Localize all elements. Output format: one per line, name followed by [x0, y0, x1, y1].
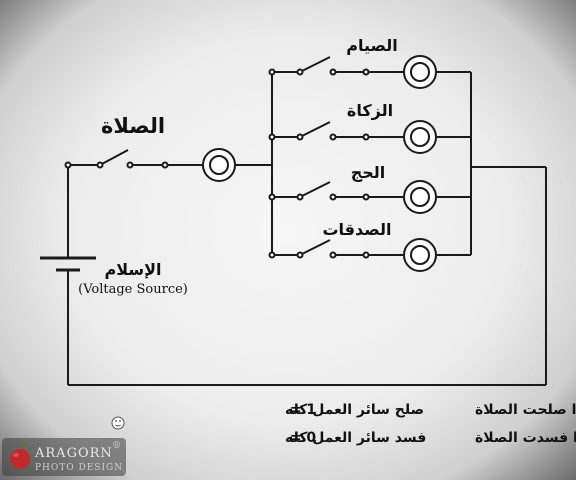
- eq2-value: = 0: [290, 430, 317, 446]
- logo-backdrop: [2, 438, 126, 476]
- switch-charity: [268, 239, 370, 259]
- equation-success: فإذا صلحت الصلاة = 1 صلح سائر العمل كله: [285, 402, 576, 418]
- label-prayer: الصلاة: [101, 114, 165, 138]
- lamp-zakat: [403, 120, 437, 154]
- switch-hajj: [268, 181, 370, 201]
- logo-name: ARAGORN: [34, 446, 113, 461]
- logo-sub: PHOTO DESIGN: [35, 463, 123, 473]
- label-islam: الإسلام: [104, 260, 161, 279]
- label-voltage-source: (Voltage Source): [78, 282, 188, 297]
- label-charity: الصدقات: [322, 220, 391, 239]
- lamp-main: [202, 148, 236, 182]
- battery-symbol: [40, 256, 96, 272]
- label-fasting: الصيام: [346, 36, 398, 55]
- eq2-condition: وإذا فسدت الصلاة: [475, 430, 576, 446]
- lamp-charity: [403, 238, 437, 272]
- lamp-hajj: [403, 180, 437, 214]
- label-zakat: الزكاة: [347, 101, 393, 120]
- switch-fasting: [268, 56, 370, 76]
- eq2-result: فسد سائر العمل كله: [285, 430, 426, 446]
- smiley-icon: [111, 416, 125, 430]
- switch-zakat: [268, 121, 370, 141]
- eq1-condition: فإذا صلحت الصلاة: [475, 402, 576, 418]
- lamps: [202, 55, 437, 272]
- eq1-result: صلح سائر العمل كله: [285, 402, 424, 418]
- aragorn-logo: ARAGORN PHOTO DESIGN ®: [2, 438, 126, 476]
- logo-registered: ®: [112, 441, 122, 451]
- eq1-value: = 1: [290, 402, 316, 418]
- equation-failure: وإذا فسدت الصلاة = 0 فسد سائر العمل كله: [285, 430, 576, 446]
- label-hajj: الحج: [351, 163, 386, 182]
- switches: [64, 56, 370, 259]
- apple-icon: [10, 442, 30, 469]
- lamp-fasting: [403, 55, 437, 89]
- switch-prayer: [64, 149, 169, 169]
